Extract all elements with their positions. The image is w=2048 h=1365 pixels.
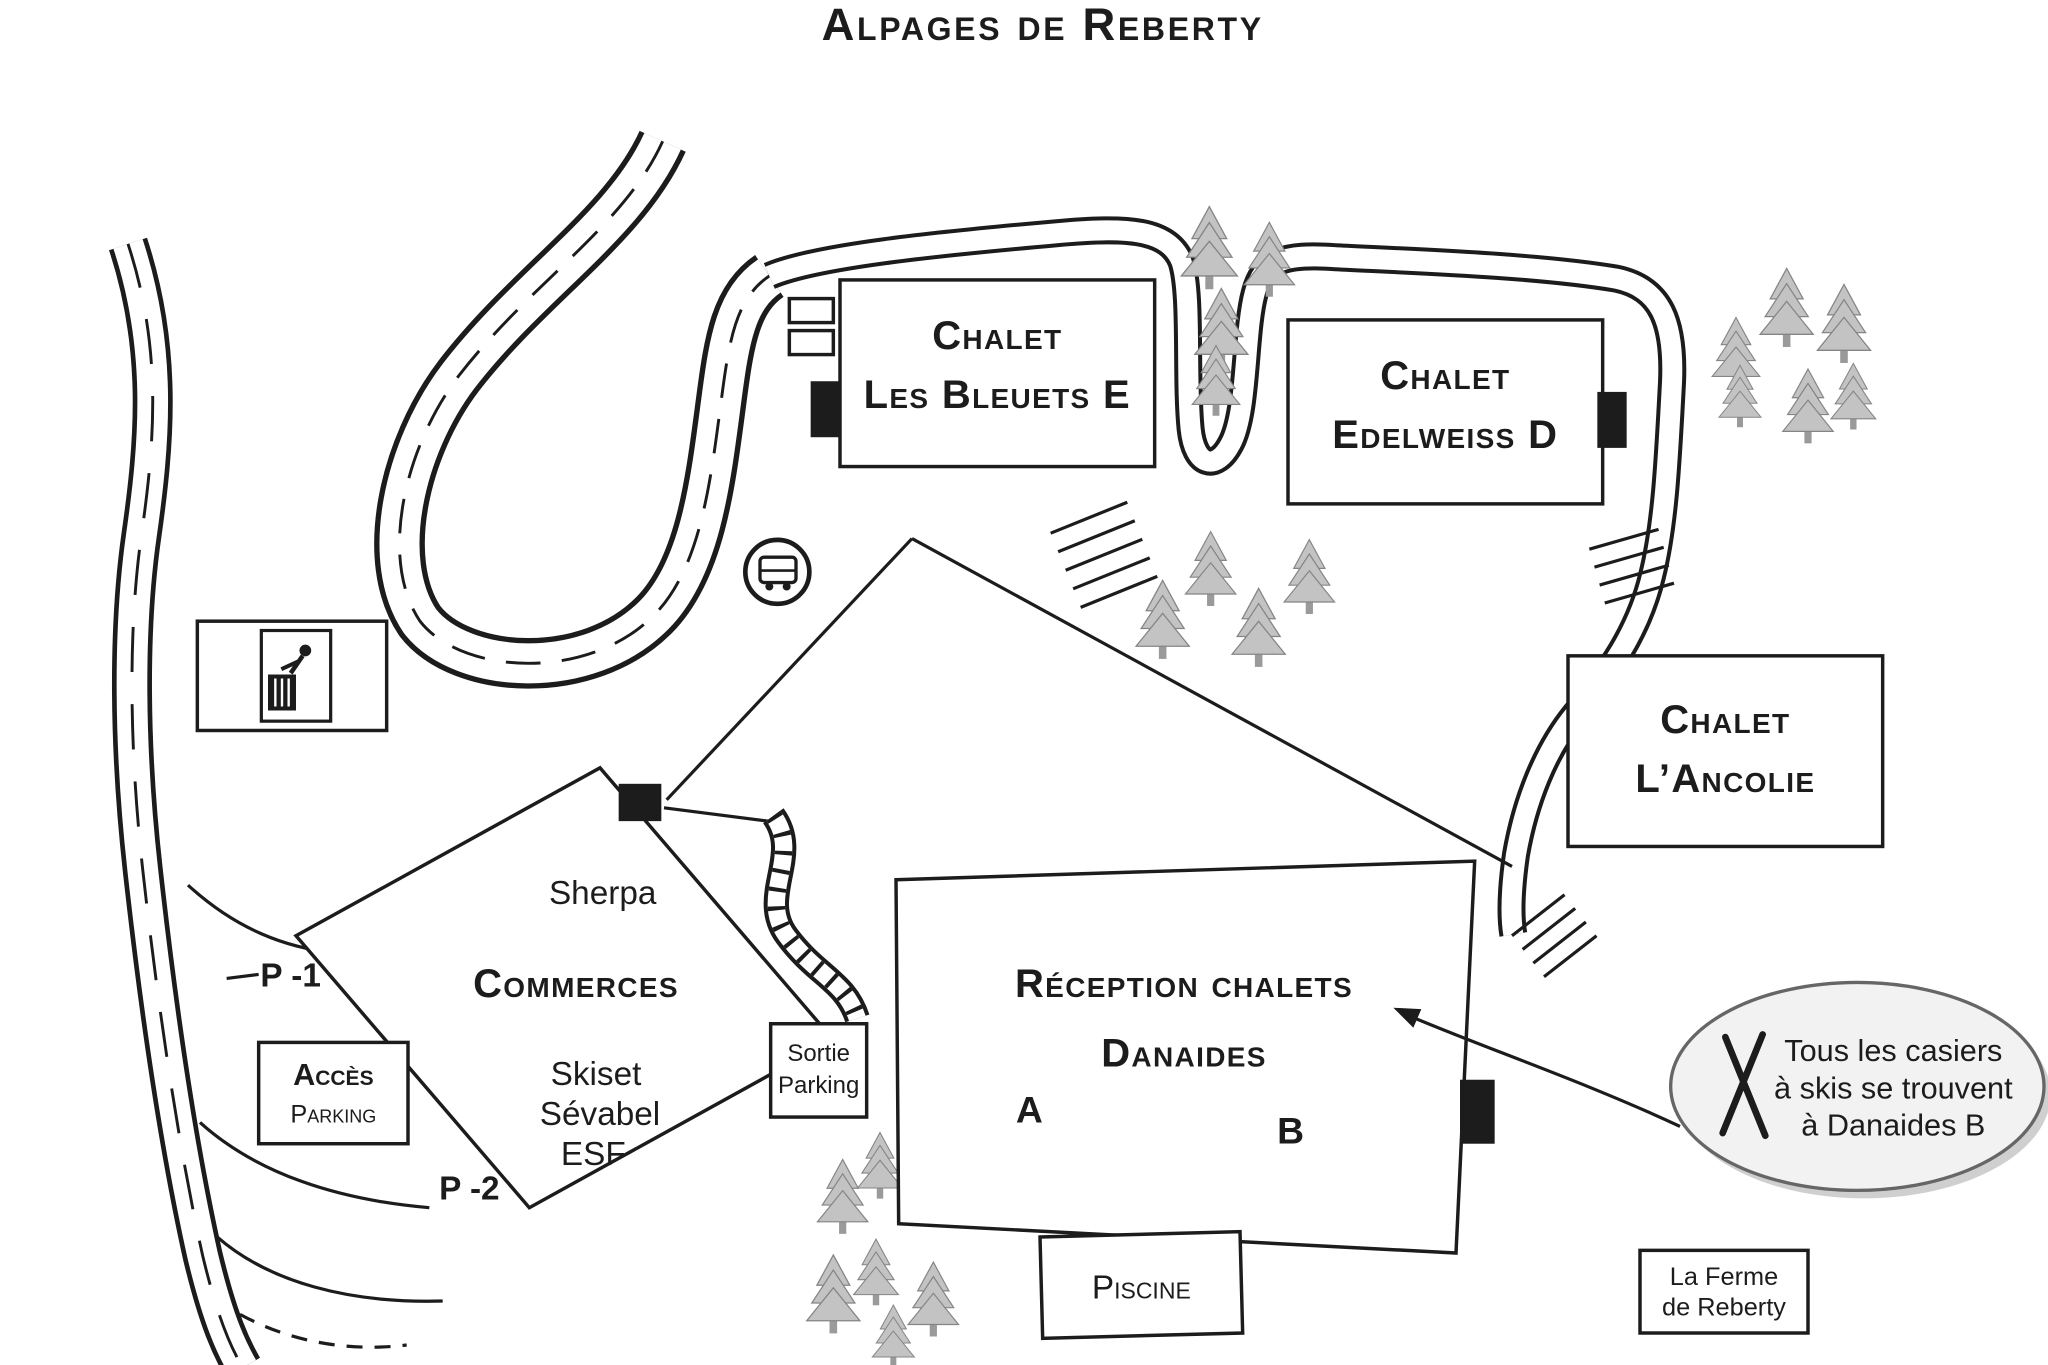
building-edelweiss: Chalet Edelweiss D — [1286, 318, 1627, 506]
ski-lockers-callout: Tous les casiers à skis se trouvent à Da… — [1393, 980, 2048, 1199]
ferme-label-2: de Reberty — [1662, 1294, 1786, 1322]
callout-arrow — [1402, 1011, 1681, 1128]
acces-label-1: Accès — [293, 1058, 373, 1092]
reception-unit-b: B — [1277, 1110, 1304, 1152]
reception-label-2: Danaides — [1101, 1031, 1267, 1075]
waste-disposal-icon — [195, 619, 389, 733]
slope-hatch-1 — [1050, 500, 1158, 609]
utility-block — [618, 783, 662, 822]
building-reception-danaides: Réception chalets Danaides A B — [894, 859, 1495, 1255]
commerces-name: Commerces — [473, 962, 679, 1006]
utility-box — [787, 296, 836, 325]
ferme-label-1: La Ferme — [1670, 1263, 1778, 1291]
road-west — [108, 237, 261, 1365]
callout-arrowhead — [1393, 1007, 1422, 1028]
callout-line-1: Tous les casiers — [1784, 1034, 2002, 1068]
reception-label-1: Réception chalets — [1015, 962, 1353, 1006]
edelweiss-label-1: Chalet — [1380, 354, 1510, 398]
bus-stop-icon — [742, 537, 812, 607]
crossed-skis-icon — [1719, 1031, 1769, 1140]
commerces-tenant-1: Skiset — [551, 1056, 642, 1093]
entrance-marker — [810, 381, 840, 438]
piscine-label: Piscine — [1092, 1269, 1191, 1306]
bleuets-label-2: Les Bleuets E — [864, 373, 1131, 417]
parking-p1-label: P -1 — [260, 957, 321, 994]
acces-parking-box: Accès Parking — [256, 1040, 410, 1146]
stairs-path — [762, 808, 870, 1023]
slope-hatch-2 — [1588, 527, 1675, 605]
building-ferme: La Ferme de Reberty — [1638, 1248, 1810, 1335]
parking-access-lanes — [186, 883, 443, 1349]
sortie-label-1: Sortie — [787, 1040, 850, 1067]
building-ancolie: Chalet L’Ancolie — [1566, 654, 1885, 849]
commerces-tenant-top: Sherpa — [549, 875, 657, 912]
commerces-tenant-3: ESF — [561, 1136, 626, 1173]
footpaths — [663, 537, 1513, 868]
reception-unit-a: A — [1016, 1088, 1043, 1130]
bleuets-label-1: Chalet — [932, 314, 1062, 358]
edelweiss-label-2: Edelweiss D — [1332, 413, 1558, 457]
callout-line-2: à skis se trouvent — [1774, 1071, 2013, 1105]
commerces-tenant-2: Sévabel — [540, 1096, 660, 1133]
entrance-marker — [1460, 1079, 1495, 1144]
utility-box — [787, 328, 836, 357]
parking-p2-label: P -2 — [439, 1171, 500, 1208]
sortie-parking-box: Sortie Parking — [768, 1022, 869, 1119]
road-hairpin — [374, 130, 785, 689]
slope-hatch-3 — [1511, 893, 1598, 978]
building-piscine: Piscine — [1038, 1229, 1245, 1341]
ancolie-label-2: L’Ancolie — [1635, 757, 1815, 801]
acces-label-2: Parking — [290, 1100, 376, 1128]
callout-line-3: à Danaides B — [1801, 1109, 1985, 1143]
entrance-marker — [1597, 391, 1627, 448]
building-les-bleuets: Chalet Les Bleuets E — [787, 278, 1157, 469]
sortie-label-2: Parking — [778, 1072, 859, 1099]
ancolie-label-1: Chalet — [1660, 698, 1790, 742]
page-title: Alpages de Reberty — [822, 0, 1264, 50]
